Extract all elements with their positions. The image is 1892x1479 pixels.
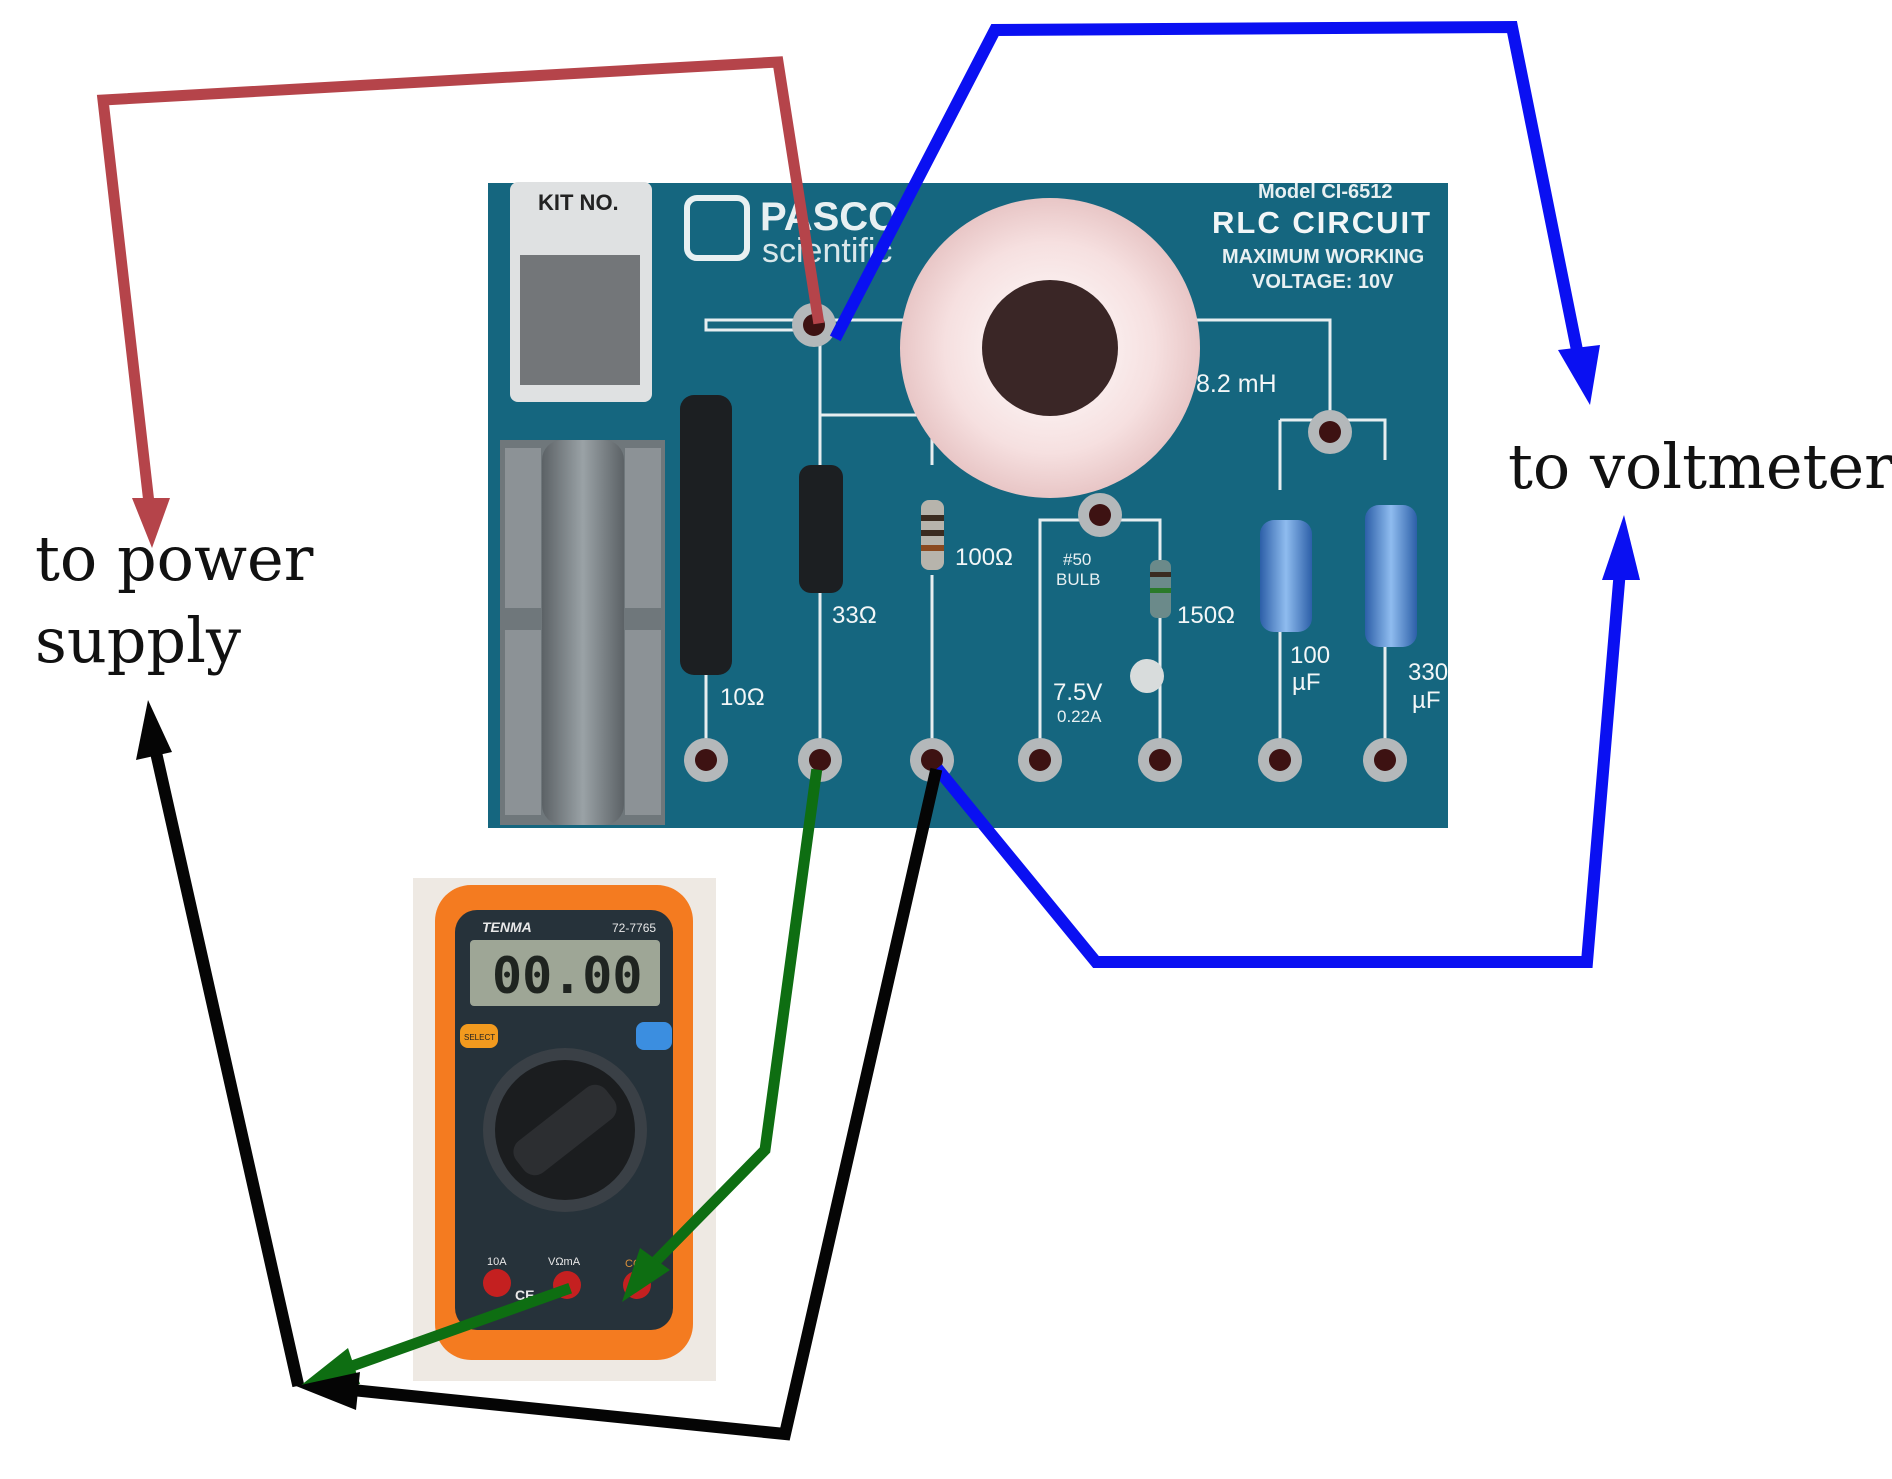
kit-number-smudge	[520, 255, 640, 385]
r150-label: 150Ω	[1177, 602, 1235, 629]
select-button[interactable]	[460, 1024, 498, 1048]
blue-wire-lower	[932, 563, 1627, 968]
multimeter-lcd	[470, 940, 660, 1006]
resistor-33-ohm	[799, 465, 843, 593]
bulb-label-line2: BULB	[1056, 570, 1100, 589]
terminal-capacitor-top	[1308, 410, 1352, 454]
max-voltage-line1: MAXIMUM WORKING	[1222, 246, 1424, 268]
blue-arrowhead-top	[1558, 345, 1600, 405]
terminal-bottom-6	[1258, 738, 1302, 782]
c100-label-value: 100	[1290, 642, 1330, 669]
black-wire-left	[147, 740, 305, 1388]
ferrite-core-clip-bottom	[505, 630, 541, 815]
arrowheads	[132, 345, 1640, 1410]
resistor-100-ohm	[921, 500, 944, 570]
voltmeter-label: to voltmeter	[1508, 430, 1892, 503]
ferrite-core-rod	[542, 440, 624, 825]
jack-10a[interactable]	[483, 1269, 511, 1297]
green-wire-lower	[347, 1282, 573, 1373]
bulb-current-label: 0.22A	[1057, 707, 1102, 726]
black-wire	[345, 767, 943, 1441]
terminal-bottom-1	[684, 738, 728, 782]
bulb-label-line1: #50	[1063, 550, 1091, 569]
wires	[96, 20, 1627, 1441]
bulb	[1130, 659, 1164, 693]
black-arrowhead-left	[296, 1372, 360, 1410]
capacitor-100uF	[1260, 520, 1312, 632]
terminal-bulb-top	[1078, 493, 1122, 537]
inductor-label: 8.2 mH	[1196, 370, 1277, 398]
multimeter-brand: TENMA	[482, 919, 532, 935]
black-arrowhead-up	[136, 700, 172, 760]
c100-label-unit: µF	[1292, 669, 1321, 696]
resistor-10-ohm	[680, 395, 732, 675]
pasco-brand: PASCO	[760, 195, 899, 239]
green-arrowhead-meter	[622, 1248, 670, 1302]
green-wire	[647, 768, 823, 1270]
inductor-core-hole	[982, 280, 1118, 416]
rotary-dial-knob[interactable]	[508, 1079, 622, 1181]
blue-arrowhead-bottom	[1602, 515, 1640, 580]
multimeter-photo: TENMA 72-7765 00.00 SELECT 10A VΩmA COM …	[413, 878, 716, 1381]
red-wire	[96, 56, 825, 519]
terminal-bottom-2	[798, 738, 842, 782]
blue-wire-upper	[829, 20, 1588, 373]
terminal-bottom-5	[1138, 738, 1182, 782]
terminal-bottom-7	[1363, 738, 1407, 782]
power-supply-label-line2: supply	[35, 604, 241, 677]
capacitor-330uF	[1365, 505, 1417, 647]
r33-label: 33Ω	[832, 602, 877, 629]
resistor-150-ohm	[1150, 560, 1171, 618]
max-voltage-line2: VOLTAGE: 10V	[1252, 271, 1394, 293]
multimeter-model: 72-7765	[612, 921, 656, 935]
ferrite-core-clip-top-r	[625, 448, 661, 608]
c330-label-unit: µF	[1412, 687, 1441, 714]
multimeter-blue-button[interactable]	[636, 1022, 672, 1050]
red-arrowhead	[132, 498, 170, 548]
r100-label: 100Ω	[955, 544, 1013, 571]
bulb-voltage-label: 7.5V	[1053, 679, 1102, 706]
ferrite-core-clip-top	[505, 448, 541, 608]
pasco-logo-icon	[684, 195, 750, 261]
rlc-circuit-board: KIT NO. PASCO scientific Model CI-6512 R…	[488, 181, 1448, 828]
model-text: Model CI-6512	[1258, 181, 1392, 203]
board-title: RLC CIRCUIT	[1212, 205, 1432, 240]
c330-label-value: 330	[1408, 659, 1448, 686]
power-supply-label-line1: to power	[35, 522, 314, 595]
terminal-bottom-4	[1018, 738, 1062, 782]
jack-10a-label: 10A	[487, 1256, 507, 1268]
select-button-label: SELECT	[464, 1033, 495, 1042]
jack-v-label: VΩmA	[548, 1256, 581, 1268]
kit-no-text: KIT NO.	[538, 190, 619, 215]
multimeter-display-value: 00.00	[492, 947, 643, 1005]
ferrite-core-clip-bottom-r	[625, 630, 661, 815]
r10-label: 10Ω	[720, 684, 765, 711]
